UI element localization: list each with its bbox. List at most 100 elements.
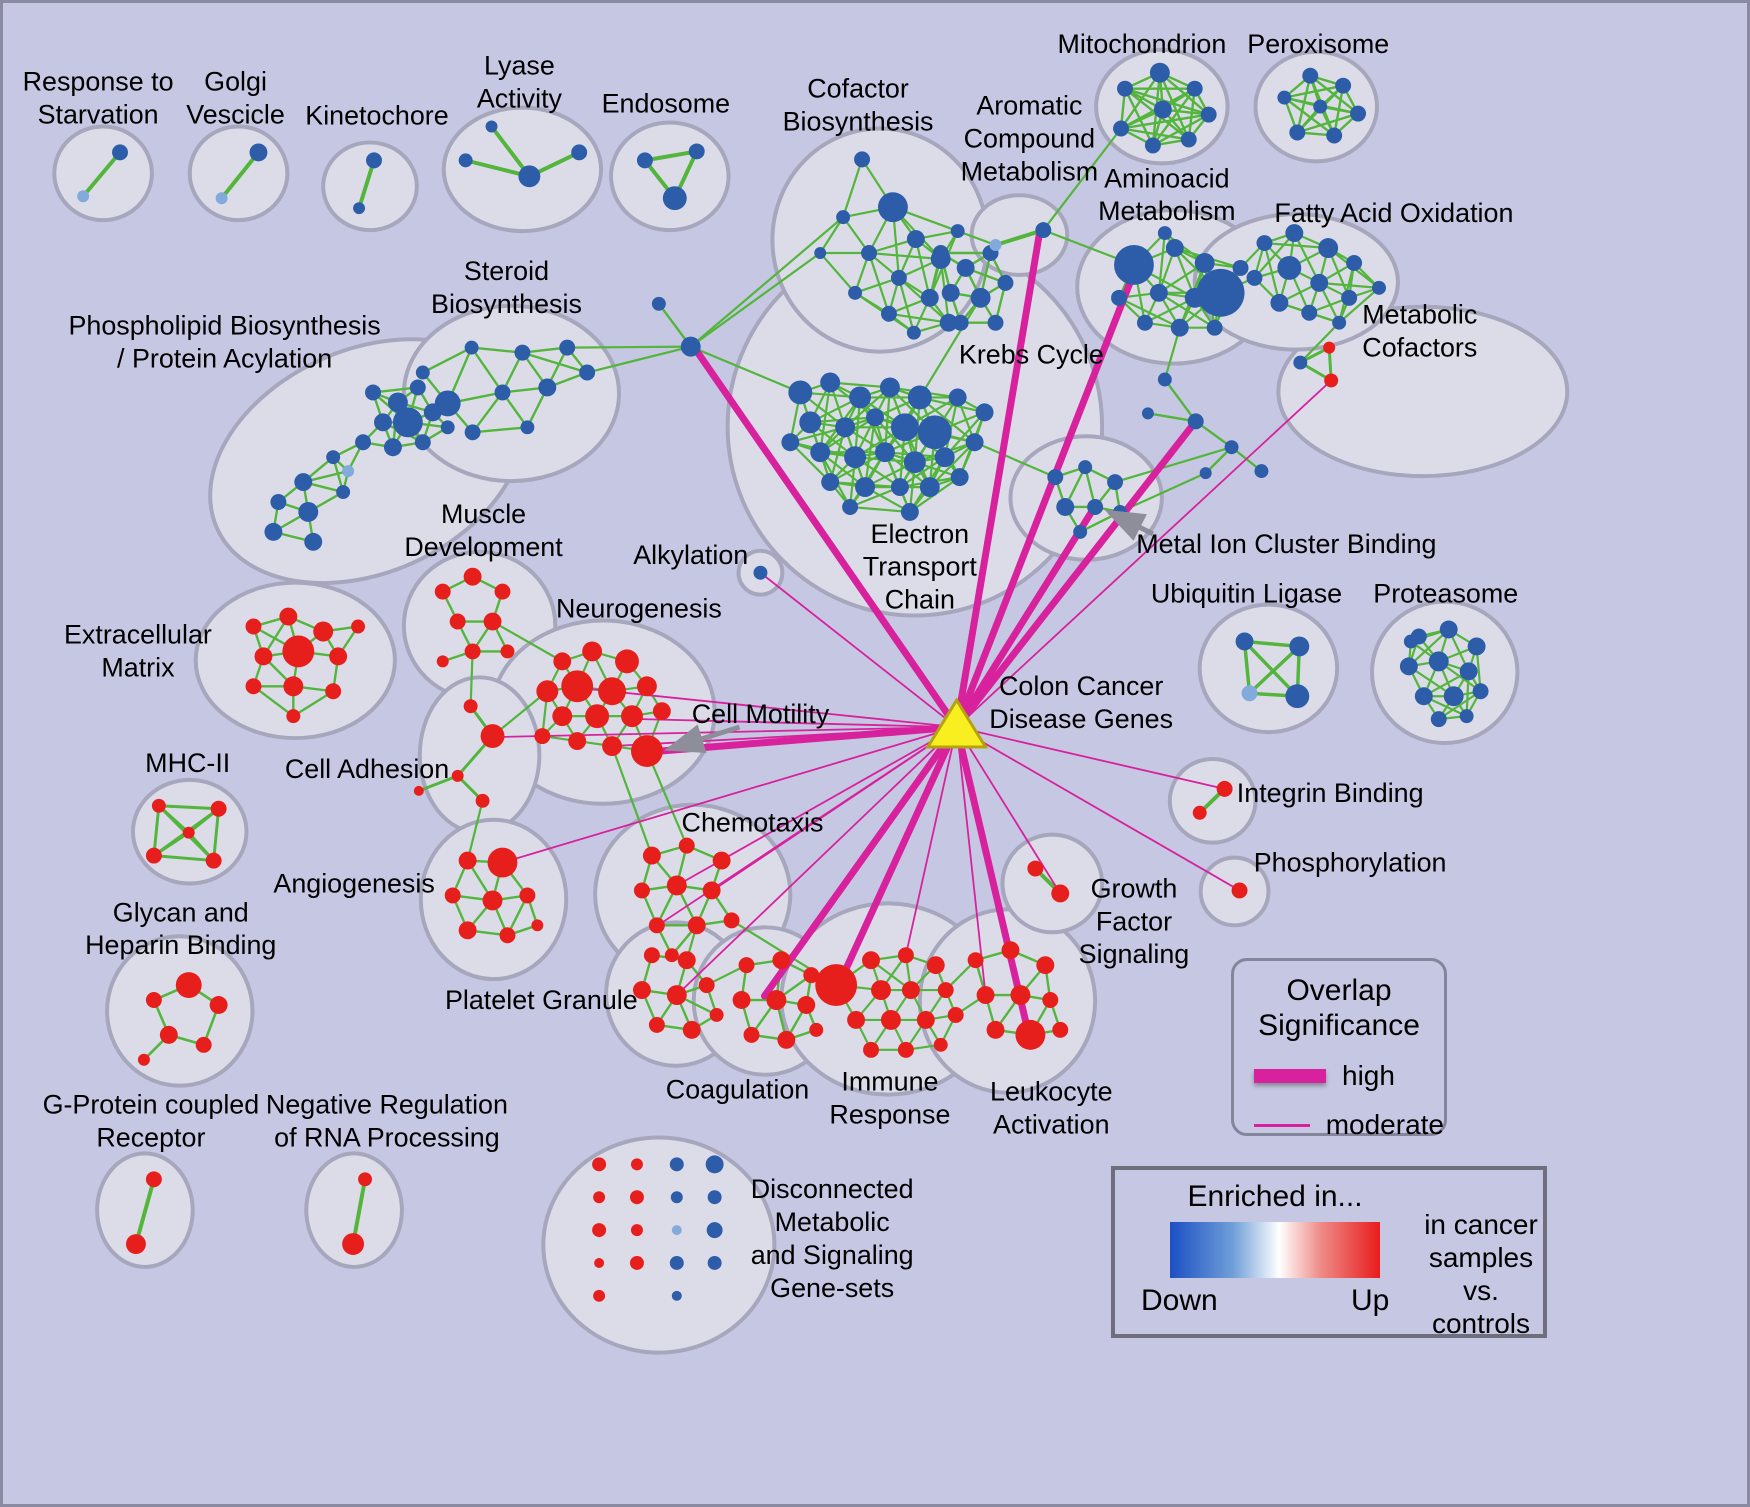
gene-set-edge [351,1178,367,1245]
gene-set-edge [888,312,949,324]
gene-set-edge [152,805,161,856]
gene-set-node [814,247,827,259]
gene-set-node [916,1010,935,1029]
gene-set-node [294,473,313,492]
gene-set-edge [220,151,261,200]
gene-set-node [451,769,464,782]
label-metal-ion-cluster-binding: Metal Ion Cluster Binding [1136,529,1436,559]
gene-set-node [836,210,851,225]
overlap-edge-moderate [641,718,958,729]
gene-set-edge [994,228,1044,247]
gene-set-node [245,678,262,695]
gene-set-edge [943,411,986,458]
gene-set-node [777,1030,796,1049]
gene-set-edge [472,426,528,434]
gene-set-node [520,420,535,435]
gene-set-node [797,996,816,1014]
enrichment-context-text: in cancer samples vs. controls [1424,1209,1538,1339]
gene-set-node [1302,67,1319,84]
gene-set-node [464,340,479,355]
gene-set-edge [868,251,941,261]
gene-set-node [249,143,268,162]
gene-set-node [897,1041,914,1058]
overlap-edge-high [953,417,1200,731]
gene-set-edge [1158,291,1216,329]
gene-set-node [1114,245,1154,285]
gene-set-node [799,411,822,434]
gene-set-node [145,1171,162,1188]
gene-set-node [326,450,341,465]
gene-set-node [298,502,319,522]
gene-set-node [677,951,696,970]
gene-set-edge [470,346,504,394]
label-alkylation: Alkylation [633,540,748,570]
gene-set-node [842,499,859,515]
gene-set-edge [1283,96,1335,137]
gene-set-node [687,916,706,935]
gene-set-node [688,143,705,160]
green-link [1042,127,1122,231]
gene-set-node [1010,985,1031,1005]
cluster-region-kinetochore [321,140,419,233]
gene-set-node [1199,467,1212,480]
gene-set-node [1430,711,1447,728]
gene-set-node [1136,314,1153,331]
gene-set-node [879,377,900,398]
gene-set-node [1052,1021,1069,1038]
gene-set-node [986,1020,1005,1039]
gene-set-node [1399,657,1418,676]
gene-set-node [1157,226,1172,241]
gene-set-edge [81,151,122,198]
gene-set-node [707,1255,722,1270]
gene-set-node [464,643,481,660]
gene-set-node [636,152,653,169]
gene-set-node [1293,355,1308,370]
gene-set-node [642,846,661,865]
gene-set-node [810,442,831,463]
overlap-significance-legend: Overlap Significance high moderate [1231,958,1447,1140]
gene-set-node [1459,662,1478,681]
gene-set-node [519,887,536,904]
gene-set-node [1180,131,1197,148]
gene-set-node [702,881,721,900]
gene-set-edge [1338,287,1380,324]
gene-set-node [1056,498,1075,516]
gene-set-node [195,1036,212,1053]
moderate-label: moderate [1325,1109,1444,1140]
gene-set-node [917,415,952,450]
gene-set-node [358,1172,373,1187]
gene-set-node [568,732,587,751]
gene-set-node [392,407,423,438]
gene-set-node [514,344,531,361]
overlap-edge-moderate [904,726,958,957]
gene-set-edge [1123,88,1154,146]
green-link [690,216,844,348]
overlap-edge-moderate [955,726,987,996]
gene-set-edge [522,351,588,374]
gene-set-edge [422,346,473,374]
overlap-edge-high [953,723,1032,1037]
gene-set-node [989,239,1002,252]
gene-set-node [1254,464,1269,479]
gene-set-node [948,388,967,407]
gene-set-node [772,951,791,970]
gene-set-edge [1147,412,1196,423]
gene-set-node [863,1041,879,1058]
gene-set-edge [867,252,890,315]
gene-set-node [1078,460,1093,475]
gene-set-node [264,522,283,541]
gene-set-node [593,1191,606,1204]
gene-set-node [579,364,596,381]
gene-set-edge [1438,690,1482,721]
gene-set-node [436,655,449,668]
gene-set-node [1289,124,1306,141]
gene-set-edge [644,149,698,163]
gene-set-edge [819,216,845,254]
gene-set-node [941,283,960,302]
gene-set-node [145,847,162,864]
